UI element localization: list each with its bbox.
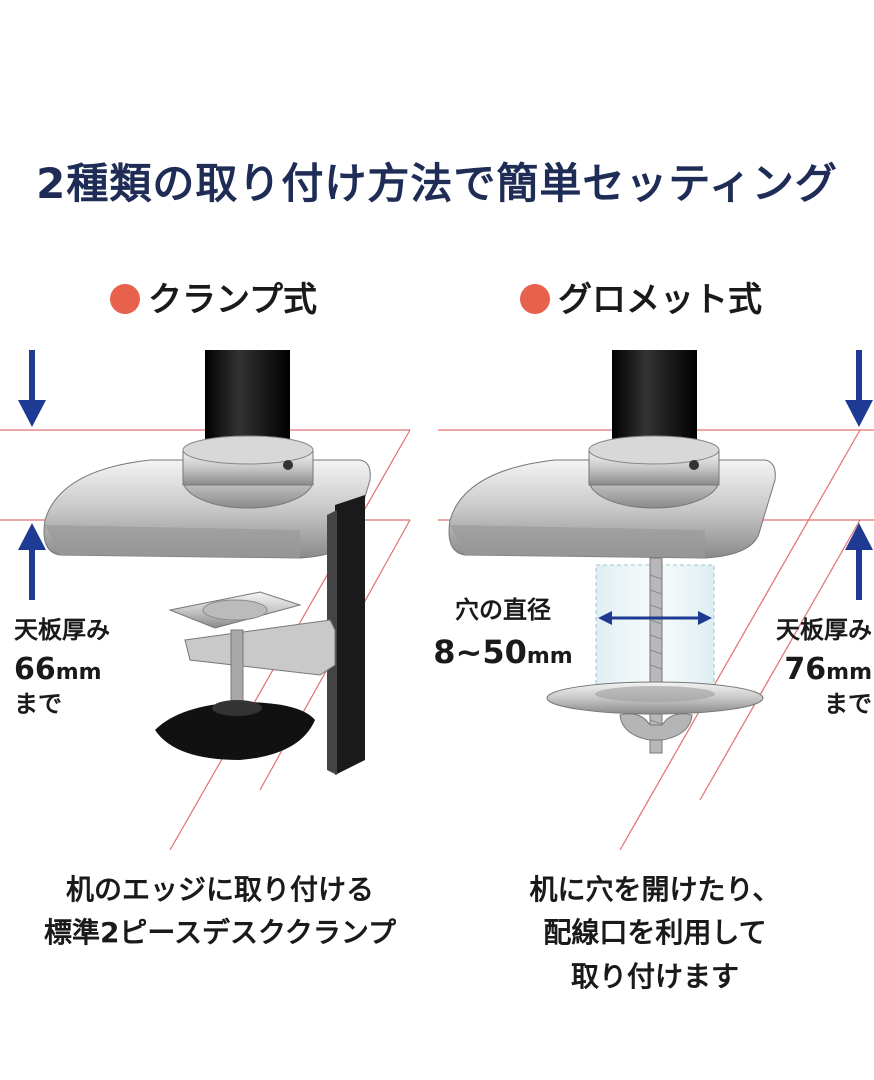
hole-diameter-info: 穴の直径 8~50mm (418, 590, 588, 671)
grommet-caption-line2: 配線口を利用して (543, 916, 767, 950)
clamp-caption: 机のエッジに取り付ける 標準2ピースデスククランプ (10, 868, 430, 955)
page-title: 2種類の取り付け方法で簡単セッティング (36, 159, 838, 208)
clamp-thickness-value-row: 66mm (14, 652, 110, 687)
grommet-heading-text: グロメット式 (558, 280, 762, 320)
clamp-mount-graphic (43, 350, 371, 775)
grommet-heading: グロメット式 (520, 272, 762, 321)
clamp-caption-line1: 机のエッジに取り付ける (65, 873, 374, 906)
clamp-caption-line2: 標準2ピースデスククランプ (43, 916, 397, 950)
grommet-thickness-suffix: まで (824, 690, 872, 719)
clamp-thickness-label: 天板厚み (14, 616, 110, 644)
grommet-caption-line1: 机に穴を開けたり、 (529, 873, 781, 906)
clamp-thickness-unit: mm (55, 660, 102, 686)
mount-illustration (0, 350, 874, 850)
hole-diameter-arrow (598, 611, 712, 625)
clamp-thickness-value: 66 (14, 652, 56, 688)
grommet-thickness-info: 天板厚み 76mm まで (776, 615, 872, 720)
clamp-thickness-suffix: まで (14, 690, 62, 719)
grommet-thickness-value: 76 (784, 652, 827, 688)
bullet-dot-icon (110, 284, 140, 314)
hole-diameter-value: 8~50 (433, 633, 527, 671)
clamp-thickness-arrows (18, 350, 46, 600)
grommet-caption-line3: 取り付けます (570, 959, 739, 993)
grommet-thickness-value-row: 76mm (776, 652, 872, 687)
clamp-thickness-info: 天板厚み 66mm まで (14, 615, 110, 720)
clamp-heading: クランプ式 (110, 272, 317, 321)
bullet-dot-icon (520, 284, 550, 314)
grommet-thickness-arrows (845, 350, 873, 600)
grommet-thickness-unit: mm (826, 660, 872, 686)
hole-diameter-unit: mm (526, 644, 573, 669)
hole-diameter-value-row: 8~50mm (418, 633, 588, 671)
grommet-caption: 机に穴を開けたり、 配線口を利用して 取り付けます (450, 868, 860, 998)
hole-diameter-label: 穴の直径 (455, 596, 551, 624)
grommet-mount-graphic (448, 350, 776, 754)
grommet-thickness-label: 天板厚み (776, 616, 872, 644)
clamp-heading-text: クランプ式 (148, 280, 317, 320)
